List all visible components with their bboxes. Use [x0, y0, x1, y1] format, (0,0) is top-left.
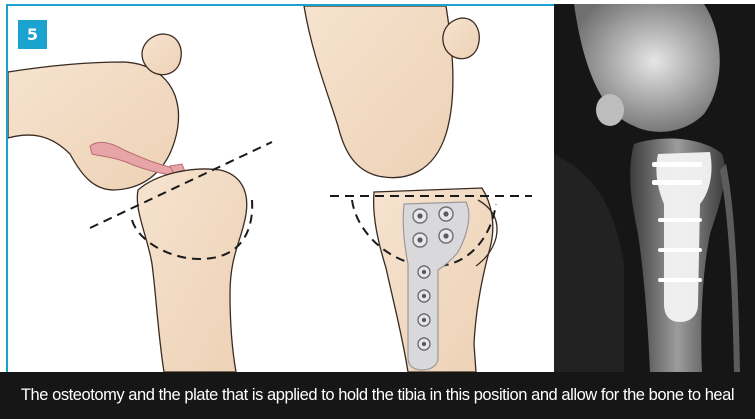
- accent-rule-left: [6, 4, 8, 372]
- after-plating-drawing: [304, 6, 532, 372]
- patella-left: [142, 34, 181, 75]
- femur-right: [304, 6, 453, 178]
- caption-bar: The osteotomy and the plate that is appl…: [0, 372, 755, 419]
- xray-patella: [596, 94, 624, 126]
- radiograph-panel: [554, 4, 755, 372]
- illustration-svg: [6, 4, 554, 372]
- radiograph-svg: [554, 4, 755, 372]
- accent-rule-top: [6, 4, 554, 6]
- before-osteotomy-drawing: [8, 34, 272, 372]
- figure-number-badge: 5: [18, 20, 47, 49]
- illustration-panel: [6, 4, 554, 372]
- patella-right: [443, 18, 479, 59]
- figure-caption: The osteotomy and the plate that is appl…: [21, 386, 734, 405]
- tibia-left: [137, 169, 246, 372]
